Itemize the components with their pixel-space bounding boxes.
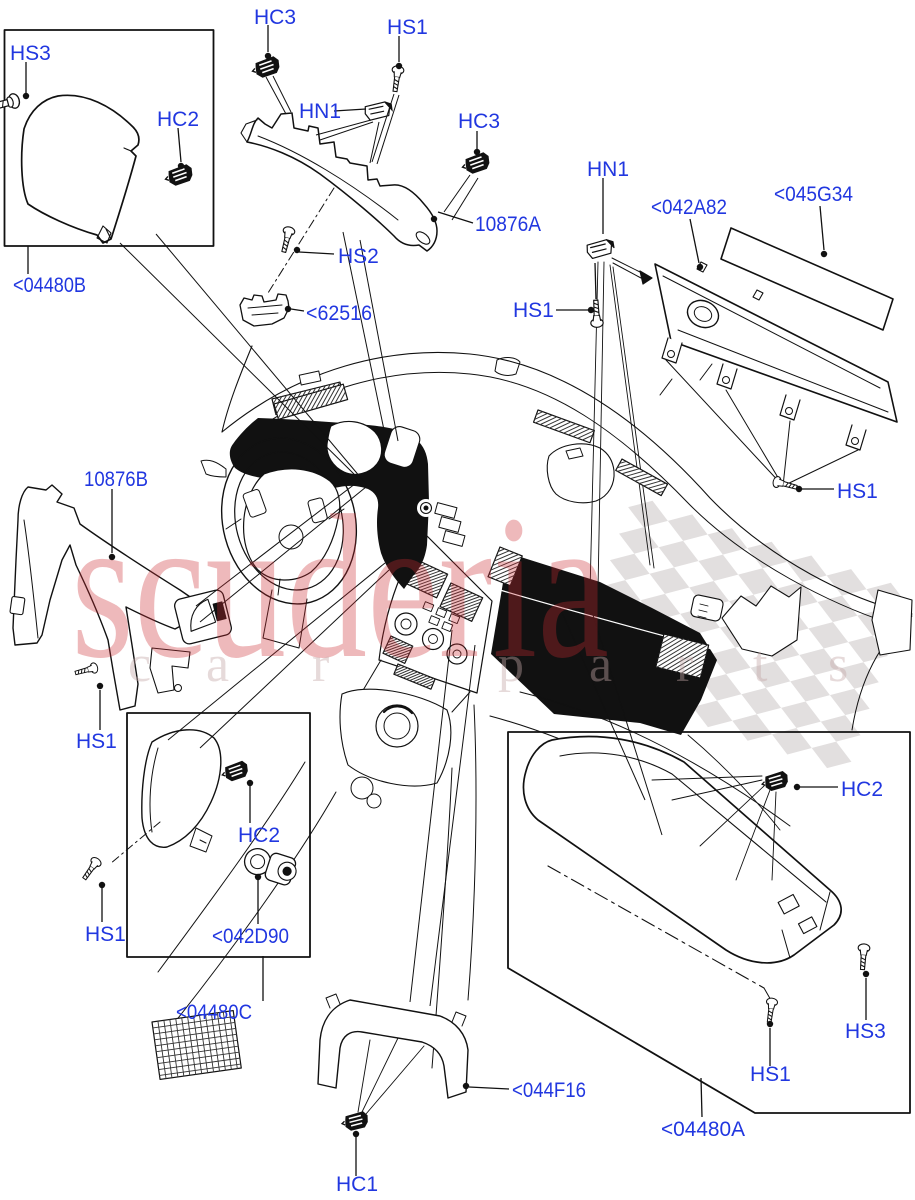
svg-text:HS1: HS1: [513, 299, 554, 322]
svg-text:10876A: 10876A: [475, 213, 541, 236]
svg-text:<044F16: <044F16: [512, 1079, 586, 1102]
svg-text:<045G34: <045G34: [774, 183, 853, 206]
svg-text:t: t: [753, 636, 768, 693]
svg-text:HS1: HS1: [76, 730, 117, 753]
svg-text:HC3: HC3: [254, 6, 296, 29]
svg-text:a: a: [206, 636, 229, 693]
svg-text:HN1: HN1: [587, 158, 629, 181]
svg-text:HC2: HC2: [238, 824, 280, 847]
svg-text:HS1: HS1: [750, 1063, 791, 1086]
svg-text:c: c: [128, 636, 151, 693]
svg-text:a: a: [589, 636, 612, 693]
svg-text:HS3: HS3: [845, 1020, 886, 1043]
svg-text:r: r: [676, 636, 693, 693]
svg-text:HS1: HS1: [387, 16, 428, 39]
svg-text:HS1: HS1: [85, 923, 126, 946]
svg-text:<04480A: <04480A: [661, 1118, 745, 1141]
svg-text:<042D90: <042D90: [212, 925, 289, 948]
svg-text:HC2: HC2: [841, 778, 883, 801]
svg-text:r: r: [312, 636, 329, 693]
svg-text:scuderia: scuderia: [71, 472, 609, 701]
svg-text:<042A82: <042A82: [651, 196, 727, 219]
svg-text:p: p: [498, 636, 524, 693]
svg-text:<04480B: <04480B: [13, 274, 86, 297]
svg-text:HC2: HC2: [157, 108, 199, 131]
svg-text:HC1: HC1: [336, 1173, 378, 1196]
svg-text:HS1: HS1: [837, 480, 878, 503]
svg-text:HS2: HS2: [338, 245, 379, 268]
svg-text:<04480C: <04480C: [176, 1001, 252, 1024]
svg-text:HN1: HN1: [299, 100, 341, 123]
svg-text:s: s: [828, 636, 848, 693]
svg-text:HC3: HC3: [458, 110, 500, 133]
svg-text:10876B: 10876B: [84, 468, 148, 491]
svg-text:HS3: HS3: [10, 42, 51, 65]
svg-text:<62516: <62516: [306, 302, 372, 325]
